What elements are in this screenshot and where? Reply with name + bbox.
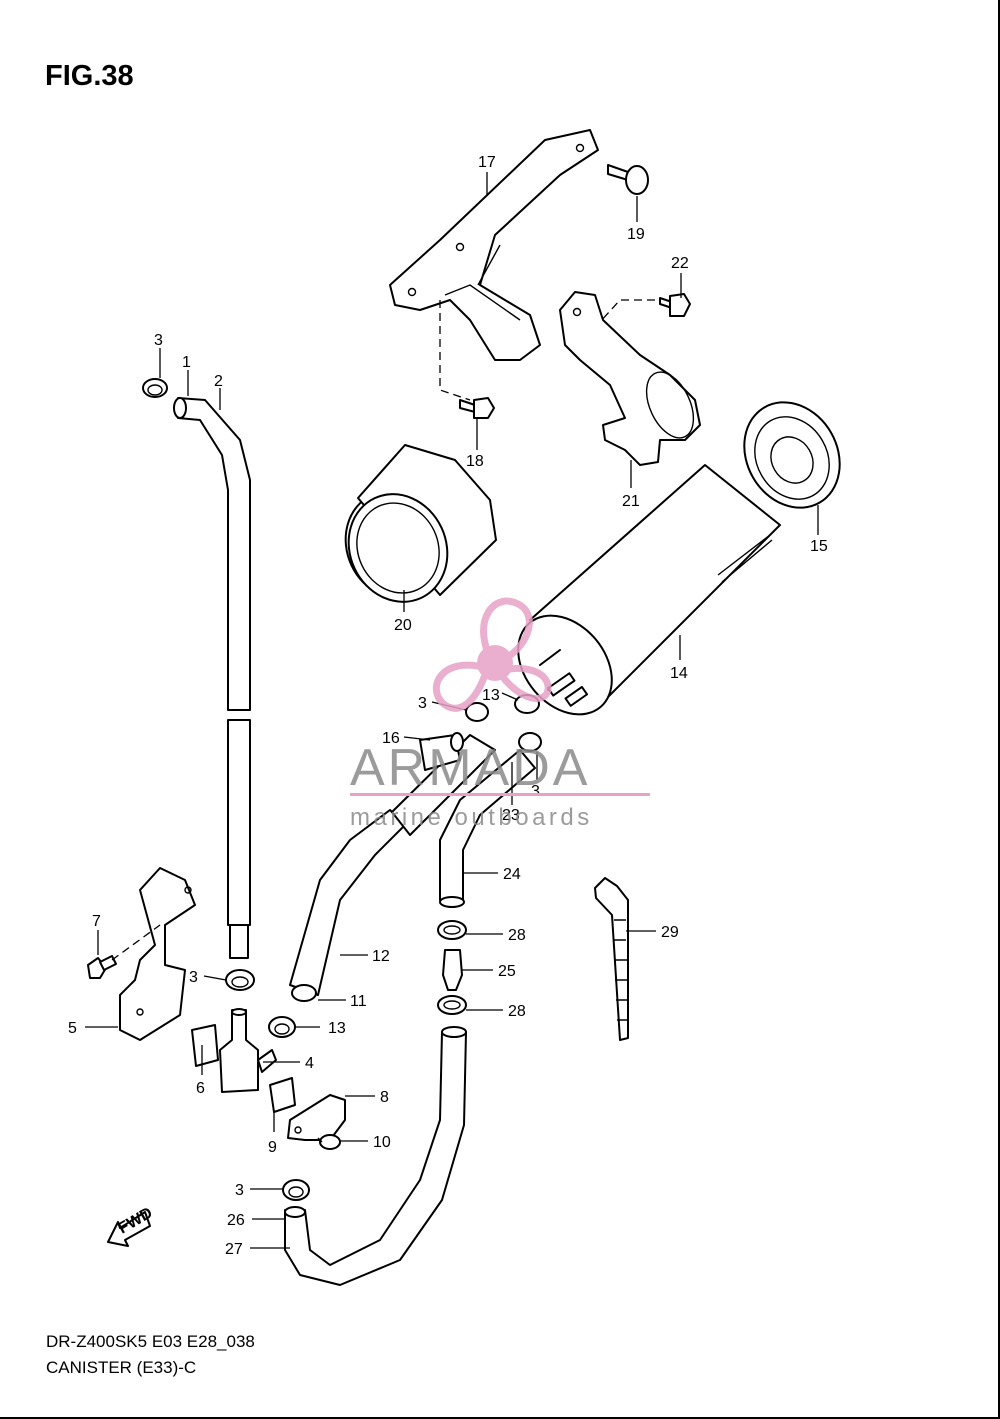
callout-16: 16 xyxy=(382,730,400,747)
callout-22: 22 xyxy=(671,255,689,272)
callout-28-b: 28 xyxy=(508,1003,526,1020)
callout-20: 20 xyxy=(394,617,412,634)
callout-11: 11 xyxy=(350,993,367,1010)
callout-7: 7 xyxy=(92,913,101,930)
part-3-clamp-top xyxy=(142,378,168,398)
part-9-cushion xyxy=(269,1077,296,1113)
callout-26: 26 xyxy=(227,1212,245,1229)
part-20-cap xyxy=(344,444,497,603)
callout-13-b: 13 xyxy=(328,1020,346,1037)
callout-14: 14 xyxy=(670,665,688,682)
callout-24: 24 xyxy=(503,866,521,883)
part-3-clamp-bottom xyxy=(282,1179,310,1201)
callout-21: 21 xyxy=(622,493,640,510)
callout-29: 29 xyxy=(661,924,679,941)
part-5-bracket xyxy=(119,867,196,1041)
part-16-hose xyxy=(419,732,464,771)
part-24-hose xyxy=(439,749,536,908)
callout-9: 9 xyxy=(268,1139,277,1156)
callout-28-a: 28 xyxy=(508,927,526,944)
part-25-joint xyxy=(442,949,463,991)
watermark-brand: ARMADA xyxy=(350,739,590,797)
callout-3-c: 3 xyxy=(531,783,540,800)
part-2-hose xyxy=(173,397,251,959)
part-19-bolt xyxy=(607,164,649,195)
part-17-bracket xyxy=(389,129,599,401)
callout-2: 2 xyxy=(214,373,223,390)
part-3-clamp-canister xyxy=(465,702,542,752)
part-21-bracket xyxy=(559,291,701,466)
watermark-tagline: marine outboards xyxy=(350,804,593,831)
callout-10: 10 xyxy=(373,1134,391,1151)
part-12-hose xyxy=(289,734,496,1002)
callout-25: 25 xyxy=(498,963,516,980)
fwd-arrow-icon: FWD xyxy=(107,1205,156,1247)
part-3-clamp-mid xyxy=(225,969,255,991)
part-8-clamp xyxy=(287,1094,346,1141)
part-28-clamp-upper xyxy=(437,920,467,940)
part-27-hose xyxy=(284,1026,467,1286)
part-15-cap xyxy=(743,401,841,509)
callout-numbers: 1 2 3 3 3 3 3 4 5 6 7 8 9 10 11 12 13 13… xyxy=(68,154,828,1258)
part-29-cable-tie xyxy=(594,877,629,1041)
callout-5: 5 xyxy=(68,1020,77,1037)
callout-6: 6 xyxy=(196,1080,205,1097)
part-7-bolt xyxy=(87,924,161,979)
callout-17: 17 xyxy=(478,154,496,171)
part-4-valve xyxy=(219,1008,277,1093)
figure-title: FIG.38 xyxy=(45,60,134,92)
watermark: ARMADA marine outboards xyxy=(350,597,650,831)
part-18-bolt xyxy=(459,397,495,419)
callout-4: 4 xyxy=(305,1055,314,1072)
figure-caption: CANISTER (E33)-C xyxy=(46,1358,197,1377)
watermark-underline xyxy=(350,793,650,796)
callout-19: 19 xyxy=(627,226,645,243)
callout-12: 12 xyxy=(372,948,390,965)
part-10-screw xyxy=(317,1134,341,1150)
part-28-clamp-lower xyxy=(437,995,467,1015)
part-22-bolt xyxy=(599,293,691,323)
callout-8: 8 xyxy=(380,1089,389,1106)
part-13-clamp-lower xyxy=(268,1016,296,1038)
part-14-canister xyxy=(517,464,781,716)
model-code: DR-Z400SK5 E03 E28_038 xyxy=(46,1332,255,1351)
callout-3-d: 3 xyxy=(189,969,198,986)
callout-15: 15 xyxy=(810,538,828,555)
callout-27: 27 xyxy=(225,1241,243,1258)
propeller-logo-icon xyxy=(432,597,552,712)
callout-23: 23 xyxy=(502,807,520,824)
callout-18: 18 xyxy=(466,453,484,470)
callout-3-a: 3 xyxy=(154,332,163,349)
leader-lines xyxy=(85,172,819,1249)
callout-3-e: 3 xyxy=(235,1182,244,1199)
callout-1: 1 xyxy=(182,354,191,371)
callout-3-b: 3 xyxy=(418,695,427,712)
callout-13-a: 13 xyxy=(482,687,500,704)
part-6-cushion xyxy=(191,1024,219,1067)
